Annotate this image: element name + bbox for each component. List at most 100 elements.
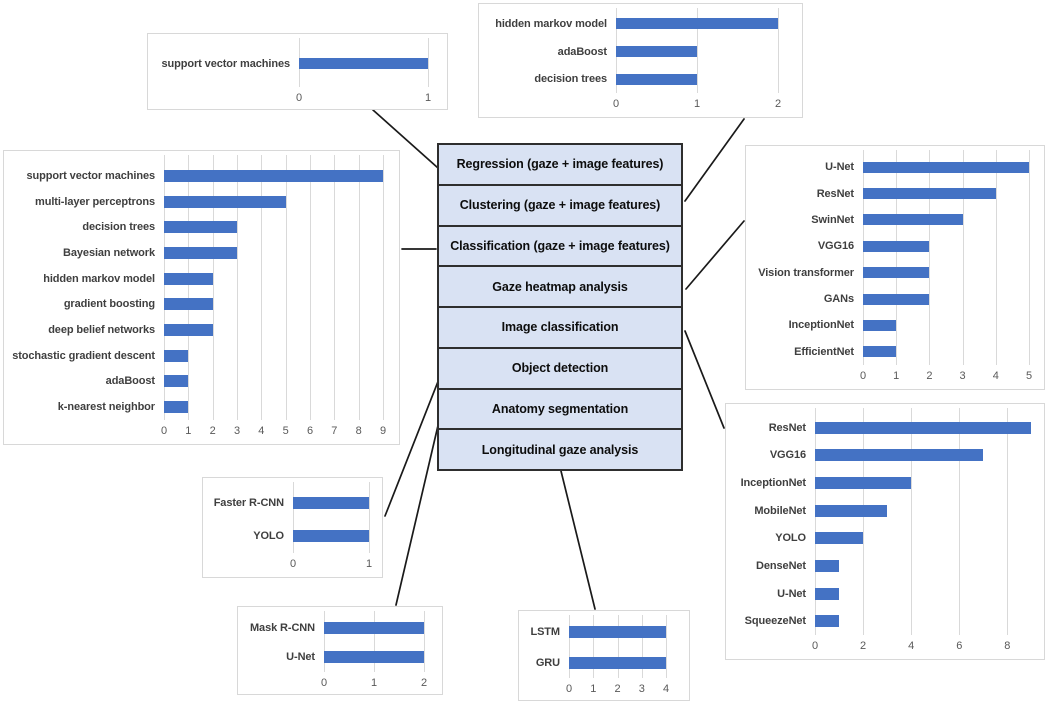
gridline <box>995 150 997 365</box>
bar-lstm <box>569 626 666 639</box>
gridline <box>863 408 865 635</box>
analysis-steps-column: Regression (gaze + image features)Cluste… <box>437 143 683 471</box>
gridline <box>334 155 336 420</box>
category-label-gradient-boosting: gradient boosting <box>63 298 155 311</box>
gridline <box>383 155 384 420</box>
bar-bayesian-network <box>164 246 237 259</box>
bar-densenet <box>815 559 840 572</box>
gridline <box>1007 408 1009 635</box>
axis-tick-label: 9 <box>379 425 387 437</box>
bar-support-vector-machines <box>164 169 383 182</box>
category-label-inceptionnet: InceptionNet <box>740 477 807 490</box>
gridline <box>911 408 913 635</box>
category-label-hidden-markov-model: hidden markov model <box>43 272 155 285</box>
gridline <box>212 155 214 420</box>
category-label-decision-trees: decision trees <box>534 73 607 86</box>
gridline <box>310 155 311 420</box>
category-label-adaboost: adaBoost <box>105 375 155 388</box>
analysis-step-object-detection: Object detection <box>439 348 681 390</box>
bar-efficientnet <box>863 346 897 358</box>
bar-u-net <box>863 161 1029 173</box>
bar-resnet <box>815 421 1032 434</box>
axis-tick-label: 2 <box>614 683 621 695</box>
category-label-bayesian-network: Bayesian network <box>63 246 155 259</box>
axis-tick-label: 1 <box>893 370 900 382</box>
category-label-hidden-markov-model: hidden markov model <box>495 17 607 30</box>
axis-tick-label: 1 <box>693 98 701 110</box>
gridline <box>188 155 190 420</box>
bar-u-net <box>324 651 424 664</box>
analysis-step-clustering-gaze-image-features: Clustering (gaze + image features) <box>439 185 681 227</box>
bar-support-vector-machines <box>299 58 428 69</box>
axis-tick-label: 6 <box>306 425 314 437</box>
category-label-vgg16: VGG16 <box>817 240 854 253</box>
axis-tick-label: 4 <box>992 370 999 382</box>
category-label-vision-transformer: Vision transformer <box>758 266 854 279</box>
bar-u-net <box>815 587 840 600</box>
gridline <box>778 8 779 93</box>
axis-tick-label: 0 <box>859 370 867 382</box>
category-label-vgg16: VGG16 <box>769 449 806 462</box>
connector-chart-image-classification-models-to-step-image-classification <box>684 330 725 429</box>
axis-tick-label: 3 <box>638 683 645 695</box>
gridline <box>237 155 238 420</box>
gridline <box>959 408 961 635</box>
bar-yolo <box>293 530 369 543</box>
bar-adaboost <box>164 375 189 388</box>
bar-vgg16 <box>863 240 930 252</box>
axis-tick-label: 1 <box>590 683 597 695</box>
gridline <box>424 611 425 672</box>
gridline <box>324 611 325 672</box>
axis-tick-label: 8 <box>1004 640 1011 652</box>
analysis-step-gaze-heatmap-analysis: Gaze heatmap analysis <box>439 267 681 308</box>
analysis-step-regression-gaze-image-features: Regression (gaze + image features) <box>439 145 681 186</box>
axis-tick-label: 5 <box>282 425 289 437</box>
bar-decision-trees <box>616 73 697 85</box>
category-label-mask-r-cnn: Mask R-CNN <box>249 621 315 634</box>
bar-gans <box>863 293 930 305</box>
analysis-step-anatomy-segmentation: Anatomy segmentation <box>439 389 681 431</box>
axis-tick-label: 4 <box>258 425 265 437</box>
bar-yolo <box>815 532 864 545</box>
category-label-gans: GANs <box>823 293 854 306</box>
gridline <box>863 150 864 365</box>
bar-inceptionnet <box>863 319 897 331</box>
axis-tick-label: 1 <box>424 92 432 104</box>
category-label-yolo: YOLO <box>775 532 806 545</box>
gridline <box>369 482 370 553</box>
axis-tick-label: 4 <box>662 683 670 695</box>
axis-tick-label: 0 <box>160 425 168 437</box>
category-label-faster-r-cnn: Faster R-CNN <box>213 496 284 509</box>
axis-tick-label: 2 <box>420 677 428 689</box>
gridline <box>929 150 931 365</box>
category-label-gru: GRU <box>535 656 560 669</box>
bar-deep-belief-networks <box>164 324 213 337</box>
category-label-k-nearest-neighbor: k-nearest neighbor <box>57 401 155 414</box>
axis-tick-label: 0 <box>565 683 573 695</box>
axis-tick-label: 2 <box>860 640 867 652</box>
bar-gru <box>569 656 666 669</box>
gridline <box>374 611 375 672</box>
bar-hidden-markov-model <box>164 272 213 285</box>
gridline <box>285 155 287 420</box>
category-label-efficientnet: EfficientNet <box>794 345 854 358</box>
category-label-yolo: YOLO <box>253 530 284 543</box>
category-label-u-net: U-Net <box>777 587 806 600</box>
bar-k-nearest-neighbor <box>164 401 189 414</box>
category-label-deep-belief-networks: deep belief networks <box>48 324 155 337</box>
axis-tick-label: 0 <box>295 92 303 104</box>
category-label-inceptionnet: InceptionNet <box>788 319 855 332</box>
category-label-densenet: DenseNet <box>756 559 806 572</box>
axis-tick-label: 4 <box>908 640 915 652</box>
category-label-resnet: ResNet <box>768 421 806 434</box>
gridline <box>815 408 816 635</box>
bar-mobilenet <box>815 504 888 517</box>
analysis-step-image-classification: Image classification <box>439 308 681 349</box>
bar-swinnet <box>863 214 963 226</box>
